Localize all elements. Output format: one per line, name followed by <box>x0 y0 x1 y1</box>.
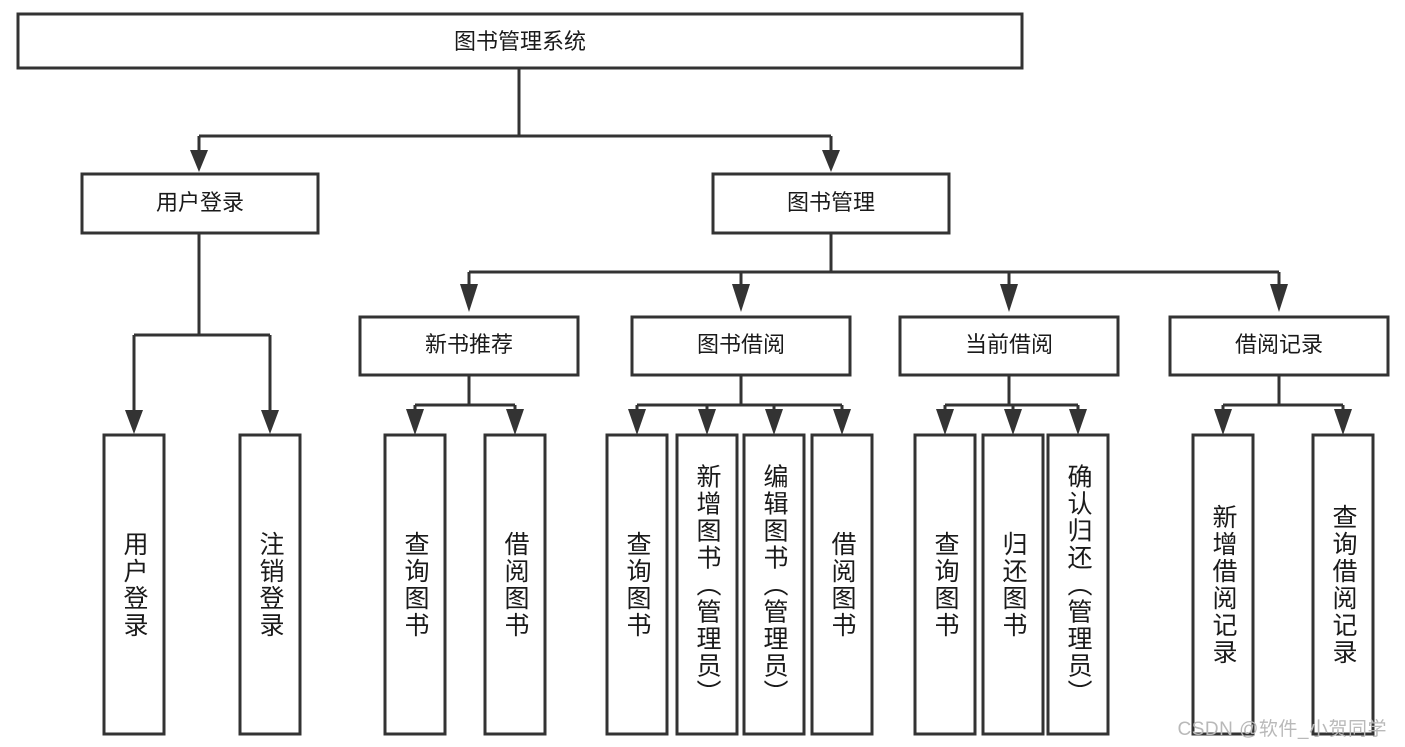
connector-group-new-book <box>406 375 524 435</box>
connector-group-user-login <box>125 233 279 434</box>
leaf-borrow-query-book-box <box>605 433 669 736</box>
arrow-head-book-borrow-leaf-1 <box>628 409 646 435</box>
node-user-login-box <box>80 172 320 235</box>
leaf-node-return-book[interactable]: 归还图书 <box>981 433 1045 736</box>
leaf-borrow-query-book-label: 查询图书 <box>623 531 652 639</box>
leaf-user-logout-box <box>238 433 302 736</box>
arrow-head-new-book-leaf-1 <box>406 409 424 435</box>
connector-group-root <box>190 68 840 172</box>
node-book-management-box <box>711 172 951 235</box>
leaf-node-user-login-1[interactable]: 用户登录 <box>102 433 166 736</box>
leaf-borrow-book-label: 借阅图书 <box>828 531 857 639</box>
leaf-node-new-book-query[interactable]: 查询图书 <box>383 433 447 736</box>
leaf-return-book-label: 归还图书 <box>999 531 1028 639</box>
leaf-add-borrow-record-box <box>1191 433 1255 736</box>
node-borrow-record-label: 借阅记录 <box>1235 332 1323 357</box>
leaf-new-book-query-box <box>383 433 447 736</box>
leaf-node-borrow-book[interactable]: 借阅图书 <box>810 433 874 736</box>
leaf-node-current-query-book[interactable]: 查询图书 <box>913 433 977 736</box>
connector-group-borrow-record <box>1214 375 1352 435</box>
node-book-management[interactable]: 图书管理 <box>711 172 951 235</box>
node-book-borrow-box <box>630 315 852 377</box>
node-root-box <box>16 12 1024 70</box>
arrow-head-book-borrow-leaf-4 <box>833 409 851 435</box>
connector-group-book-borrow <box>628 375 851 435</box>
leaf-edit-book-admin-box <box>742 433 806 736</box>
arrow-head-current-borrow <box>1000 284 1018 312</box>
leaf-return-book-box <box>981 433 1045 736</box>
arrow-head-user-login <box>190 150 208 172</box>
node-current-borrow[interactable]: 当前借阅 <box>898 315 1120 377</box>
node-book-borrow[interactable]: 图书借阅 <box>630 315 852 377</box>
node-book-borrow-label: 图书借阅 <box>697 332 785 357</box>
arrow-head-leaf-user-login-2 <box>261 410 279 434</box>
leaf-user-login-1-box <box>102 433 166 736</box>
leaf-node-confirm-return-admin[interactable]: 确认归还（管理员） <box>1046 433 1110 736</box>
node-root-system[interactable]: 图书管理系统 <box>16 12 1024 70</box>
node-new-book-recommend-box <box>358 315 580 377</box>
arrow-head-book-mgmt <box>822 150 840 172</box>
watermark-text: CSDN @软件_小贺同学 <box>1177 719 1387 740</box>
leaf-node-user-logout[interactable]: 注销登录 <box>238 433 302 736</box>
leaf-add-borrow-record-label: 新增借阅记录 <box>1209 504 1238 666</box>
arrow-head-borrow-record-leaf-2 <box>1334 409 1352 435</box>
arrow-head-borrow-record-leaf-1 <box>1214 409 1232 435</box>
leaf-node-add-borrow-record[interactable]: 新增借阅记录 <box>1191 433 1255 736</box>
node-user-login-label: 用户登录 <box>156 190 244 215</box>
leaf-node-edit-book-admin[interactable]: 编辑图书（管理员） <box>742 433 806 736</box>
leaf-node-new-book-borrow[interactable]: 借阅图书 <box>483 433 547 736</box>
node-book-management-label: 图书管理 <box>787 190 875 215</box>
arrow-head-current-borrow-leaf-3 <box>1069 409 1087 435</box>
leaf-node-query-borrow-record[interactable]: 查询借阅记录 <box>1311 433 1375 736</box>
leaf-confirm-return-admin-label: 确认归还（管理员） <box>1064 464 1093 707</box>
leaf-current-query-book-label: 查询图书 <box>931 531 960 639</box>
leaf-edit-book-admin-label: 编辑图书（管理员） <box>760 464 789 707</box>
node-new-book-recommend[interactable]: 新书推荐 <box>358 315 580 377</box>
connector-group-book-mgmt <box>460 233 1288 312</box>
arrow-head-current-borrow-leaf-1 <box>936 409 954 435</box>
arrow-head-book-borrow-leaf-2 <box>698 409 716 435</box>
leaf-current-query-book-box <box>913 433 977 736</box>
node-current-borrow-label: 当前借阅 <box>965 332 1053 357</box>
arrow-head-new-book-leaf-2 <box>506 409 524 435</box>
leaf-add-book-admin-label: 新增图书（管理员） <box>693 464 722 707</box>
leaf-query-borrow-record-box <box>1311 433 1375 736</box>
leaf-new-book-borrow-label: 借阅图书 <box>501 531 530 639</box>
arrow-head-book-borrow-leaf-3 <box>765 409 783 435</box>
node-root-label: 图书管理系统 <box>454 29 586 54</box>
leaf-node-add-book-admin[interactable]: 新增图书（管理员） <box>675 433 739 736</box>
leaf-user-login-1-label: 用户登录 <box>120 531 149 639</box>
leaf-node-borrow-query-book[interactable]: 查询图书 <box>605 433 669 736</box>
node-user-login[interactable]: 用户登录 <box>80 172 320 235</box>
arrow-head-borrow-record <box>1270 284 1288 312</box>
leaf-user-logout-label: 注销登录 <box>256 531 285 639</box>
arrow-head-leaf-user-login-1 <box>125 410 143 434</box>
leaf-confirm-return-admin-box <box>1046 433 1110 736</box>
node-borrow-record[interactable]: 借阅记录 <box>1168 315 1390 377</box>
leaf-borrow-book-box <box>810 433 874 736</box>
node-new-book-recommend-label: 新书推荐 <box>425 332 513 357</box>
leaf-add-book-admin-box <box>675 433 739 736</box>
node-current-borrow-box <box>898 315 1120 377</box>
leaf-query-borrow-record-label: 查询借阅记录 <box>1329 504 1358 666</box>
node-borrow-record-box <box>1168 315 1390 377</box>
arrow-head-book-borrow <box>732 284 750 312</box>
connector-group-current-borrow <box>936 375 1087 435</box>
arrow-head-current-borrow-leaf-2 <box>1004 409 1022 435</box>
arrow-head-new-book <box>460 284 478 312</box>
leaf-new-book-query-label: 查询图书 <box>401 531 430 639</box>
leaf-new-book-borrow-box <box>483 433 547 736</box>
